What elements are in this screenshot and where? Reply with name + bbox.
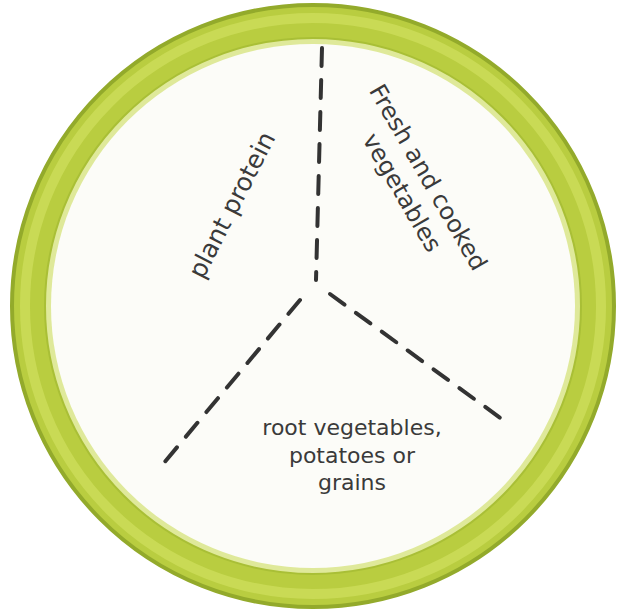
dashed-divider [316,48,322,280]
section-label: root vegetables, potatoes or grains [257,414,447,497]
plate-centre [51,44,575,568]
dashed-divider [158,300,300,470]
rim-inner-edge [45,38,581,574]
plate-rim [12,5,614,607]
dashed-divider [330,294,510,425]
rim-highlight [25,18,601,594]
plate-section: root vegetables, potatoes or grains [257,414,447,497]
